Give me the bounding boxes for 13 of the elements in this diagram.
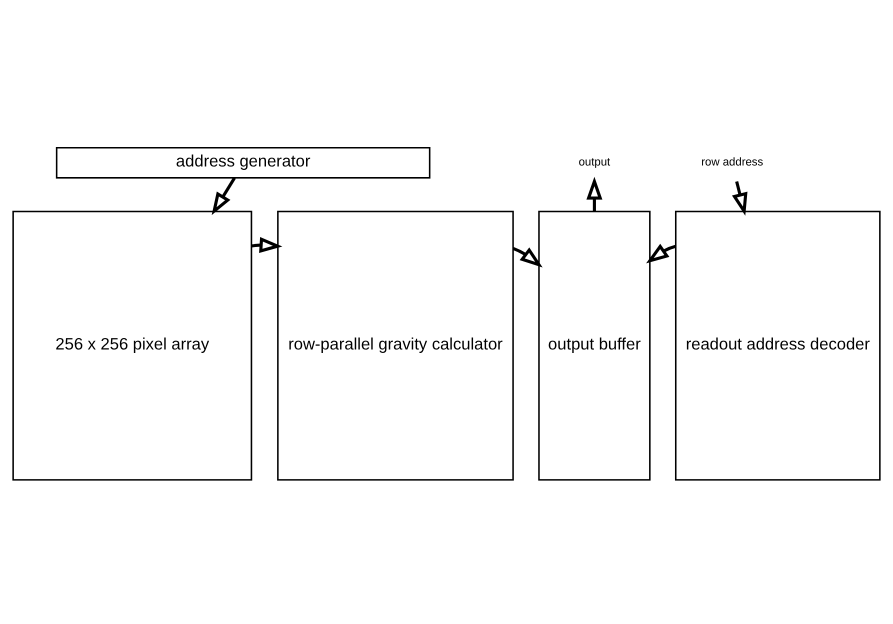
node-box: 256 x 256 pixel array: [12, 210, 252, 481]
node-box: row-parallel gravity calculator: [277, 210, 514, 481]
arrow: [212, 177, 236, 216]
node-box: output buffer: [538, 210, 651, 481]
arrow: [646, 244, 676, 264]
node-box: address generator: [56, 147, 430, 179]
node-text: row address: [701, 156, 764, 169]
arrow: [251, 237, 282, 253]
node-box: readout address decoder: [674, 210, 881, 481]
node-text: output: [578, 156, 610, 169]
arrow: [732, 181, 748, 216]
arrow: [586, 176, 602, 212]
arrow: [512, 246, 543, 268]
